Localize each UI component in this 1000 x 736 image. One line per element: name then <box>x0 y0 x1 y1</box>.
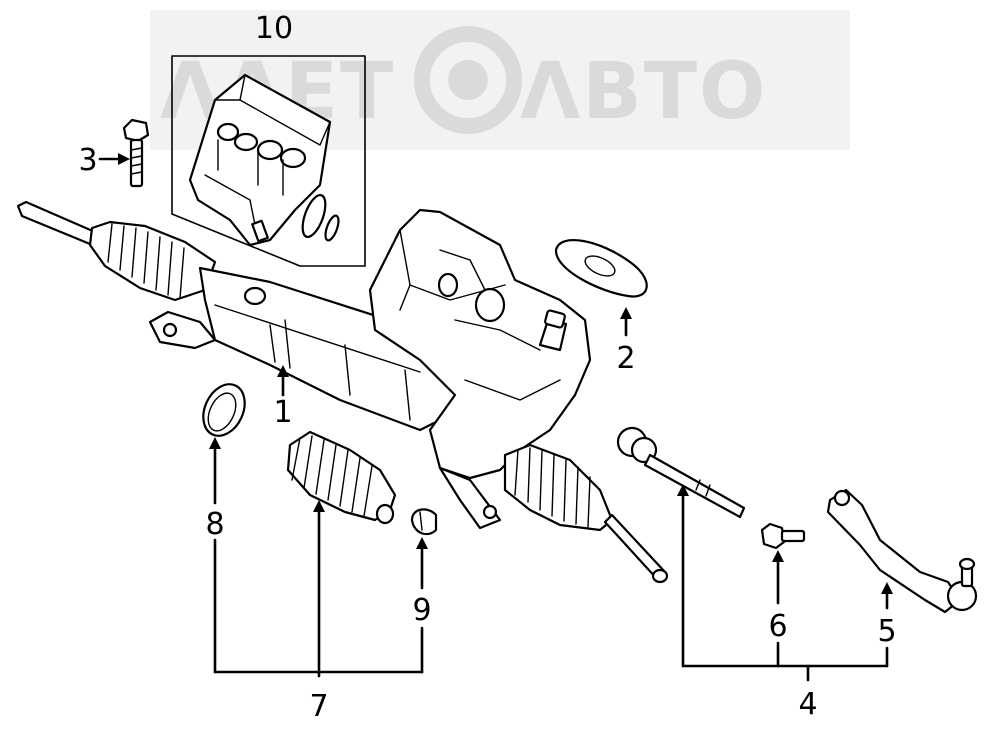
tie-rod-part-4 <box>616 426 746 519</box>
svg-text:ΛΒΤΟ: ΛΒΤΟ <box>520 47 767 137</box>
steering-rack-part-1 <box>16 200 669 584</box>
ring-part-8 <box>202 383 246 437</box>
grommet-part-2 <box>554 239 648 298</box>
callout-8: 8 <box>205 507 224 542</box>
bolt-part-3 <box>122 118 150 188</box>
callout-10: 10 <box>255 11 293 46</box>
nut-part-6 <box>760 522 806 550</box>
clip-part-9 <box>410 508 438 536</box>
callout-9: 9 <box>412 593 431 628</box>
callout-4: 4 <box>798 687 817 722</box>
control-module-part <box>188 73 340 247</box>
boot-part-7 <box>286 430 397 525</box>
callout-1: 1 <box>273 395 292 430</box>
tie-rod-end-part-5 <box>826 488 978 614</box>
control-module-box <box>171 55 366 267</box>
leader-lines <box>98 153 893 682</box>
callout-3: 3 <box>78 143 97 178</box>
callout-5: 5 <box>877 614 896 649</box>
callout-6: 6 <box>768 609 787 644</box>
callout-2: 2 <box>616 341 635 376</box>
callout-labels: 10 3 1 2 8 7 9 6 5 4 <box>78 11 896 724</box>
callout-7: 7 <box>309 689 328 724</box>
